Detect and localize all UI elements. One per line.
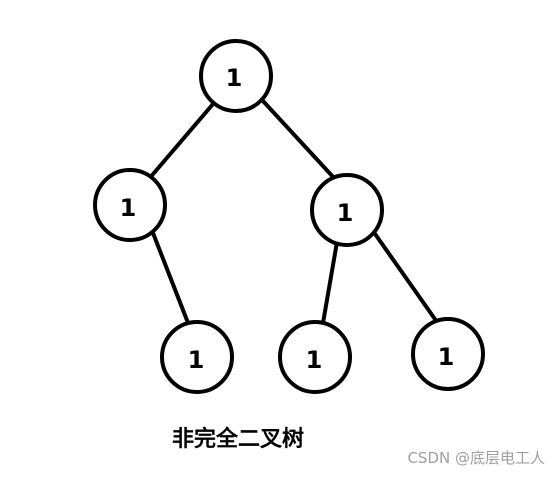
edge-root-left <box>146 102 215 182</box>
edge-right-right-child <box>371 229 439 324</box>
node-right-label: 1 <box>337 199 354 227</box>
node-left-right-child: 1 <box>160 320 234 394</box>
node-right: 1 <box>310 173 384 247</box>
node-right-left-child: 1 <box>278 320 352 394</box>
node-right-right-child-label: 1 <box>438 343 455 371</box>
edge-right-left-child <box>321 240 339 325</box>
node-left-label: 1 <box>120 194 137 222</box>
node-right-left-child-circle <box>278 320 352 394</box>
node-root: 1 <box>199 39 273 113</box>
diagram-caption: 非完全二叉树 <box>172 427 305 452</box>
node-right-right-child: 1 <box>411 317 485 391</box>
node-left-right-child-circle <box>160 320 234 394</box>
tree-nodes: 1 1 1 1 1 1 <box>93 39 485 394</box>
node-root-label: 1 <box>226 64 243 92</box>
node-right-circle <box>310 173 384 247</box>
edge-left-right-child <box>151 231 192 330</box>
node-right-right-child-circle <box>411 317 485 391</box>
node-root-circle <box>199 39 273 113</box>
watermark: CSDN @底层电工人 <box>407 449 545 467</box>
node-right-left-child-label: 1 <box>306 346 323 374</box>
node-left-circle <box>93 168 167 242</box>
node-left-right-child-label: 1 <box>188 346 205 374</box>
tree-edges <box>146 99 439 330</box>
node-left: 1 <box>93 168 167 242</box>
edge-root-right <box>261 99 337 181</box>
